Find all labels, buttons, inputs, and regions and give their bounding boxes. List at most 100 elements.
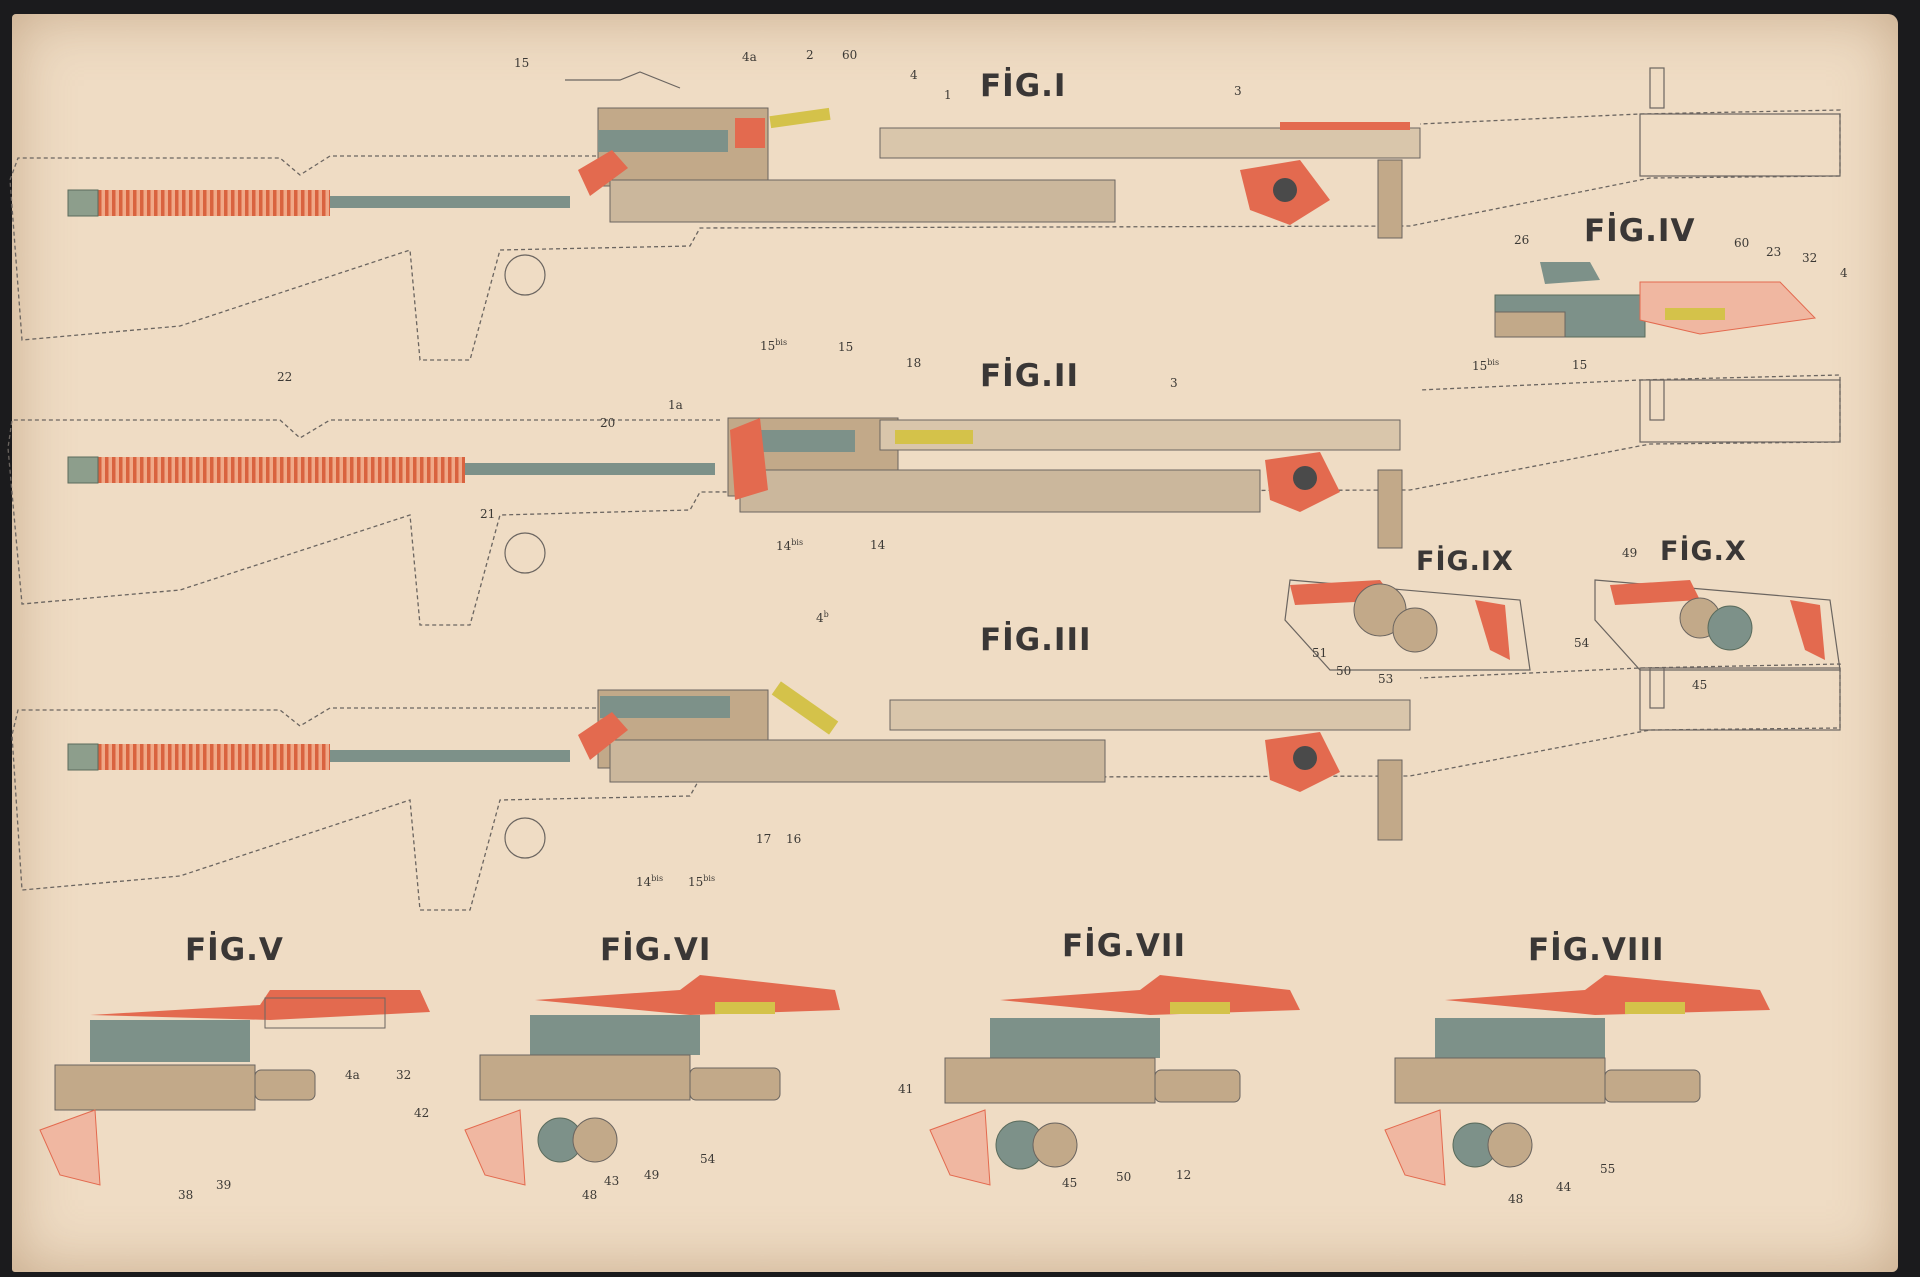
cartridge-1 [769, 107, 831, 129]
gas-plug-2 [1293, 466, 1317, 490]
callout-16: 16 [786, 832, 802, 846]
callout-14bis: 14bis [636, 874, 664, 889]
figure-8-title: FİG.VIII [1528, 932, 1665, 968]
callout-38: 38 [178, 1188, 194, 1202]
callout-15bis: 15bis [688, 874, 716, 889]
return-spring-3 [95, 744, 330, 770]
gear-b-10 [1707, 605, 1753, 651]
muzzle-2 [1639, 379, 1841, 443]
ejected-cartridge-3 [771, 681, 839, 735]
operating-rod-8 [1445, 975, 1770, 1015]
callout-53: 53 [1378, 672, 1394, 686]
callout-14: 14 [870, 538, 886, 552]
cartridge-4 [1665, 308, 1725, 320]
cartridge-8 [1625, 1002, 1685, 1014]
callout-15: 15 [1572, 358, 1588, 372]
figure-2-title: FİG.II [980, 358, 1079, 394]
bolt-carrier-7 [990, 1018, 1160, 1058]
callout-32: 32 [396, 1068, 412, 1082]
muzzle-3 [1639, 667, 1841, 731]
callout-41: 41 [898, 1082, 914, 1096]
bolt-steel-3 [600, 696, 730, 718]
sear-1 [735, 118, 765, 148]
spring-cap-3 [67, 743, 99, 771]
buffer-rod-2 [465, 463, 715, 475]
barrel-stub-6 [689, 1067, 781, 1101]
callout-45: 45 [1692, 678, 1708, 692]
callout-1a: 1a [668, 398, 683, 412]
callout-26: 26 [1514, 233, 1530, 247]
callout-17: 17 [756, 832, 772, 846]
trigger-housing-9 [1284, 579, 1531, 671]
barrel-stub-7 [1154, 1069, 1241, 1103]
figure-10-title: FİG.X [1660, 536, 1747, 567]
callout-54: 54 [700, 1152, 716, 1166]
bolt-carrier-2 [739, 469, 1261, 513]
callout-4a: 4a [742, 50, 757, 64]
callout-4b: 4b [816, 610, 829, 625]
callout-23: 23 [1766, 245, 1782, 259]
magazine-3 [1377, 759, 1403, 841]
figure-6-title: FİG.VI [600, 932, 712, 968]
gear-b-8 [1487, 1122, 1533, 1168]
trigger-5 [39, 1109, 101, 1186]
barrel-1 [879, 127, 1421, 159]
magazine-1 [1377, 159, 1403, 239]
callout-2: 2 [806, 48, 814, 62]
figure-5-title: FİG.V [185, 932, 284, 968]
figure-1-title: FİG.I [980, 68, 1067, 104]
firing-pin-group-4 [1639, 281, 1817, 335]
callout-4: 4 [910, 68, 918, 82]
callout-18: 18 [906, 356, 922, 370]
figure-7-title: FİG.VII [1062, 928, 1186, 964]
callout-14bis: 14bis [776, 538, 804, 553]
gas-plug-3 [1293, 746, 1317, 770]
trigger-6 [464, 1109, 526, 1186]
stock-outline-3 [11, 663, 1841, 911]
callout-22: 22 [277, 370, 293, 384]
barrel-stub-5 [254, 1069, 316, 1101]
trigger-guard-ring-3 [504, 817, 546, 859]
front-sight-2 [1649, 379, 1665, 421]
trigger-group-figure-9 [1284, 579, 1531, 671]
cartridge-2 [895, 430, 973, 444]
callout-42: 42 [414, 1106, 430, 1120]
gear-b-9 [1392, 607, 1438, 653]
callout-55: 55 [1600, 1162, 1616, 1176]
trigger-8 [1384, 1109, 1446, 1186]
rifle-figure-3 [11, 663, 1841, 911]
callout-60: 60 [842, 48, 858, 62]
callout-60: 60 [1734, 236, 1750, 250]
trigger-group-figure-10 [1594, 579, 1841, 671]
trigger-guard-ring-1 [504, 254, 546, 296]
callout-3: 3 [1170, 376, 1178, 390]
trigger-9 [1475, 600, 1510, 660]
front-sight-3 [1649, 667, 1665, 709]
magazine-2 [1377, 469, 1403, 549]
buffer-rod-3 [330, 750, 570, 762]
hammer-2 [730, 418, 768, 500]
callout-12: 12 [1176, 1168, 1192, 1182]
callout-54: 54 [1574, 636, 1590, 650]
callout-4: 4 [1840, 266, 1848, 280]
callout-3: 3 [1234, 84, 1242, 98]
trigger-housing-10 [1594, 579, 1841, 671]
callout-49: 49 [644, 1168, 660, 1182]
cartridge-7 [1170, 1002, 1230, 1014]
hammer-1 [578, 150, 628, 196]
trigger-guard-ring-2 [504, 532, 546, 574]
mechanism-figure-6 [464, 975, 840, 1186]
rifle-figure-1 [9, 67, 1841, 361]
bolt-detail-figure-4 [1494, 262, 1817, 338]
bolt-carrier-1 [609, 179, 1116, 223]
callout-32: 32 [1802, 251, 1818, 265]
bolt-head-4 [1494, 311, 1566, 338]
muzzle-1 [1639, 113, 1841, 177]
rear-sight-1 [565, 71, 681, 89]
callout-51: 51 [1312, 646, 1328, 660]
receiver-5 [54, 1064, 256, 1111]
receiver-8 [1394, 1057, 1606, 1104]
callout-15: 15 [514, 56, 530, 70]
bolt-steel-2 [735, 430, 855, 452]
